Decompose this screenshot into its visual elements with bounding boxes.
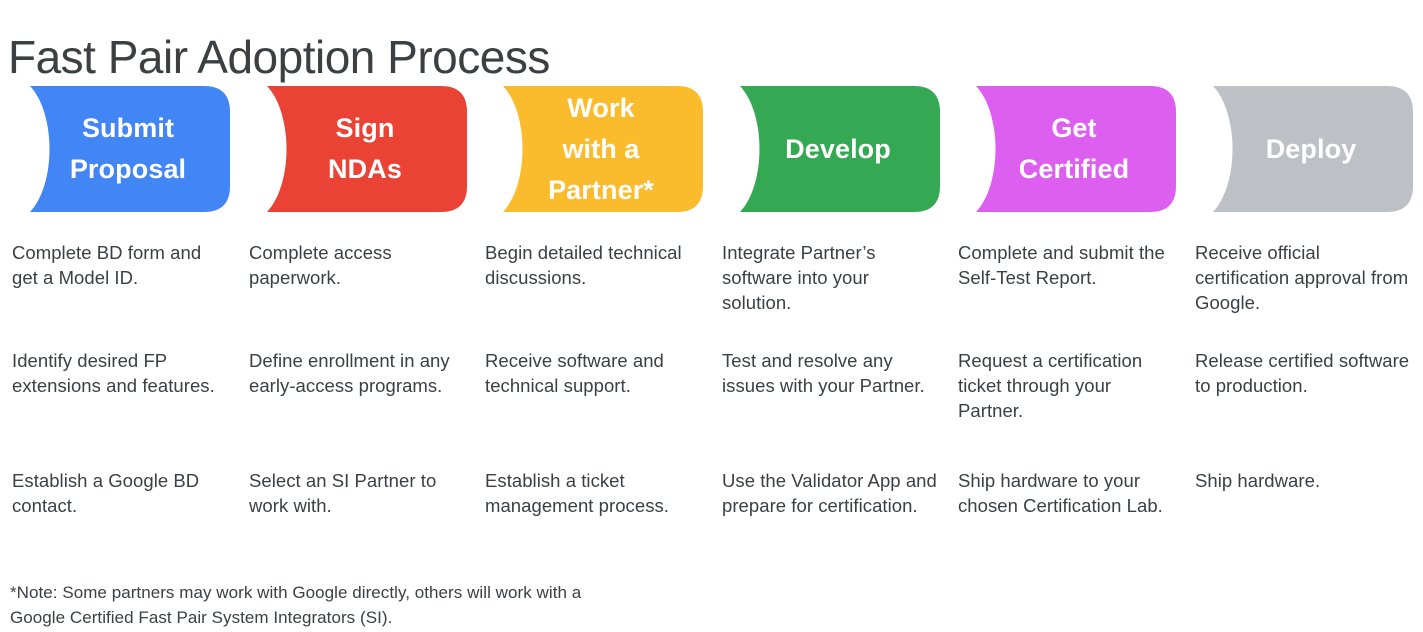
detail-item: Request a certification ticket through y… [958,350,1143,421]
chevron-shape-develop [740,86,940,212]
process-step-submit-proposal[interactable]: Submit Proposal [0,86,230,212]
process-step-label-sign-ndas: Sign NDAs [328,113,402,184]
chevron-fill [503,86,703,212]
process-step-label-get-certified: Get Certified [1018,113,1130,184]
chevron-shape-work-with-a-partner [503,86,703,212]
chevron-fill [740,86,940,212]
process-step-develop[interactable]: Develop [710,86,940,212]
process-step-label-submit-proposal: Submit Proposal [69,113,187,184]
chevron-fill [30,86,230,212]
detail-item: Release certified software to production… [1195,350,1410,396]
chevron-fill [1213,86,1413,212]
detail-item: Use the Validator App and prepare for ce… [722,470,937,516]
process-step-label-work-with-a-partner: Work with a Partner* [548,92,654,205]
process-step-deploy[interactable]: Deploy [1183,86,1413,212]
page-title: Fast Pair Adoption Process [8,30,550,83]
chevron-fill [976,86,1176,212]
process-step-label-deploy: Deploy [1265,133,1357,164]
detail-item: Establish a Google BD contact. [12,470,200,516]
process-flow-band: Submit Proposal Sign NDAs Work with a Part… [0,86,1423,212]
process-step-work-with-a-partner[interactable]: Work with a Partner* [473,86,703,212]
chevron-shape-sign-ndas [267,86,467,212]
process-step-sign-ndas[interactable]: Sign NDAs [237,86,467,212]
detail-item: Begin detailed technical discussions. [485,242,682,288]
process-details-grid: Complete BD form and get a Model ID. Iden… [0,240,1423,540]
process-step-label-develop: Develop [785,133,891,164]
chevron-shape-get-certified [976,86,1176,212]
chevron-shape-submit-proposal [30,86,230,212]
detail-item: Test and resolve any issues with your Pa… [722,350,925,396]
detail-item: Ship hardware. [1195,470,1321,491]
chevron-fill [267,86,467,212]
process-step-get-certified[interactable]: Get Certified [946,86,1176,212]
detail-item: Establish a ticket management process. [485,470,669,516]
detail-item: Define enrollment in any early-access pr… [249,350,450,396]
detail-item: Receive software and technical support. [485,350,664,396]
detail-item: Receive official certification approval … [1195,242,1409,313]
chevron-shape-deploy [1213,86,1413,212]
detail-item: Identify desired FP extensions and featu… [12,350,215,396]
detail-item: Integrate Partner’s software into your s… [722,242,876,313]
detail-item: Ship hardware to your chosen Certificati… [958,470,1163,516]
detail-item: Complete BD form and get a Model ID. [12,242,202,288]
detail-item: Select an SI Partner to work with. [249,470,437,516]
detail-item: Complete and submit the Self-Test Report… [958,242,1165,288]
footnote-text: *Note: Some partners may work with Googl… [10,583,582,627]
detail-item: Complete access paperwork. [249,242,392,288]
